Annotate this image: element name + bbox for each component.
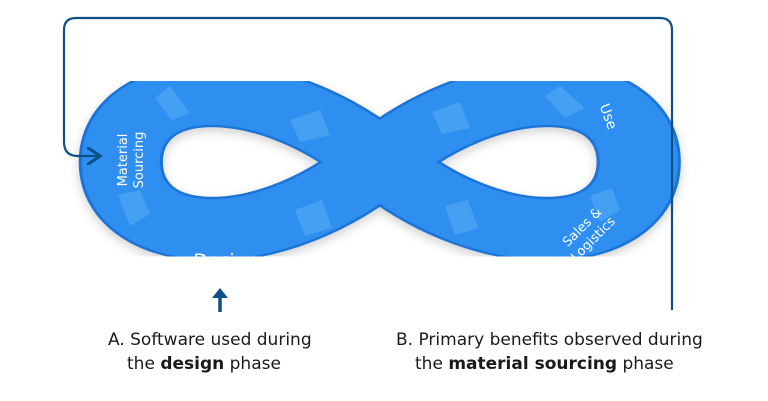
- caption-a-post: phase: [229, 354, 281, 374]
- stage-material-sourcing-line1: Material: [116, 134, 131, 187]
- caption-b-post: phase: [622, 354, 674, 374]
- caption-b: B. Primary benefits observed during the …: [396, 328, 703, 376]
- caption-a: A. Software used during the design phase: [108, 328, 312, 376]
- stage-design: Design: [193, 250, 259, 272]
- caption-a-pre: the: [127, 354, 155, 374]
- stage-manufacturing: Manufacturing: [181, 54, 282, 70]
- caption-b-line2: the material sourcing phase: [396, 352, 703, 376]
- stage-end-of-life: End of Life: [482, 54, 556, 70]
- caption-a-marker: A.: [108, 330, 125, 350]
- infinity-loop: [78, 62, 681, 262]
- design-pointer-arrow: [212, 288, 228, 312]
- segment-dividers: [118, 86, 620, 236]
- caption-b-line1: B. Primary benefits observed during: [396, 328, 703, 352]
- caption-a-line1: A. Software used during: [108, 328, 312, 352]
- caption-b-marker: B.: [396, 330, 414, 350]
- caption-a-emphasis: design: [160, 354, 225, 374]
- feedback-arrow: [62, 16, 674, 310]
- caption-a-line2: the design phase: [108, 352, 312, 376]
- caption-a-text: Software used during: [130, 330, 312, 350]
- caption-b-pre: the: [415, 354, 443, 374]
- caption-b-emphasis: material sourcing: [448, 354, 618, 374]
- infinity-band: [81, 64, 678, 260]
- caption-b-text: Primary benefits observed during: [418, 330, 703, 350]
- stage-material-sourcing-line2: Sourcing: [132, 132, 147, 189]
